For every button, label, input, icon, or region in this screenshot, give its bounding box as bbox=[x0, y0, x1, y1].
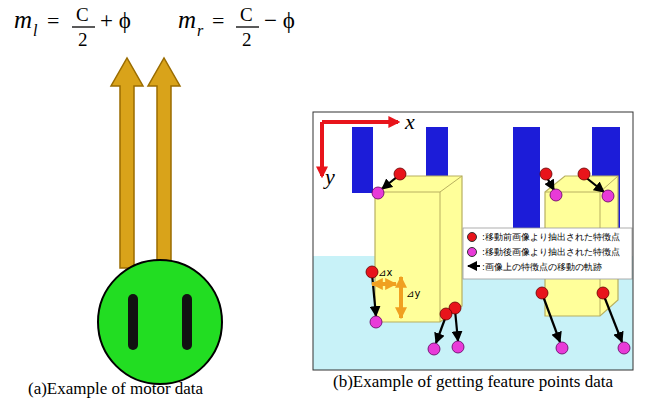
legend-text: :画像上の特徴点の移動の軌跡 bbox=[482, 261, 602, 273]
legend-swatch bbox=[467, 232, 477, 242]
formula-number: 2 bbox=[78, 30, 88, 49]
delta-label: ⊿y bbox=[406, 289, 420, 299]
axis-label: x bbox=[405, 111, 415, 133]
camera-image bbox=[313, 112, 633, 370]
robot-body bbox=[98, 260, 222, 384]
formula-number: 2 bbox=[242, 30, 252, 49]
formula-term: − ϕ bbox=[264, 9, 295, 32]
axis-label: y bbox=[325, 166, 335, 188]
legend-arrow-sample bbox=[468, 265, 480, 267]
formula-sign: = bbox=[47, 10, 59, 32]
formula-subscript: l bbox=[33, 23, 37, 39]
fraction-bar bbox=[72, 26, 95, 27]
figure-caption: (b)Example of getting feature points dat… bbox=[313, 372, 633, 392]
formula-sign: = bbox=[212, 10, 224, 32]
legend-text: :移動後画像より抽出された特徴点 bbox=[482, 246, 620, 258]
legend-swatch bbox=[467, 247, 477, 257]
legend-text: :移動前画像より抽出された特徴点 bbox=[482, 231, 620, 243]
formula-symbol: m bbox=[14, 7, 32, 32]
figure-caption: (a)Example of motor data bbox=[28, 380, 203, 397]
formula-term: + ϕ bbox=[100, 9, 131, 32]
formula-subscript: r bbox=[197, 23, 203, 39]
formula-symbol: m bbox=[178, 7, 196, 32]
formula-symbol: C bbox=[76, 5, 89, 24]
fraction-bar bbox=[236, 26, 259, 27]
motor-arrows bbox=[111, 58, 180, 268]
wheel bbox=[128, 294, 138, 350]
wheel bbox=[182, 294, 192, 350]
formula-symbol: C bbox=[240, 5, 253, 24]
delta-label: ⊿x bbox=[378, 268, 392, 278]
